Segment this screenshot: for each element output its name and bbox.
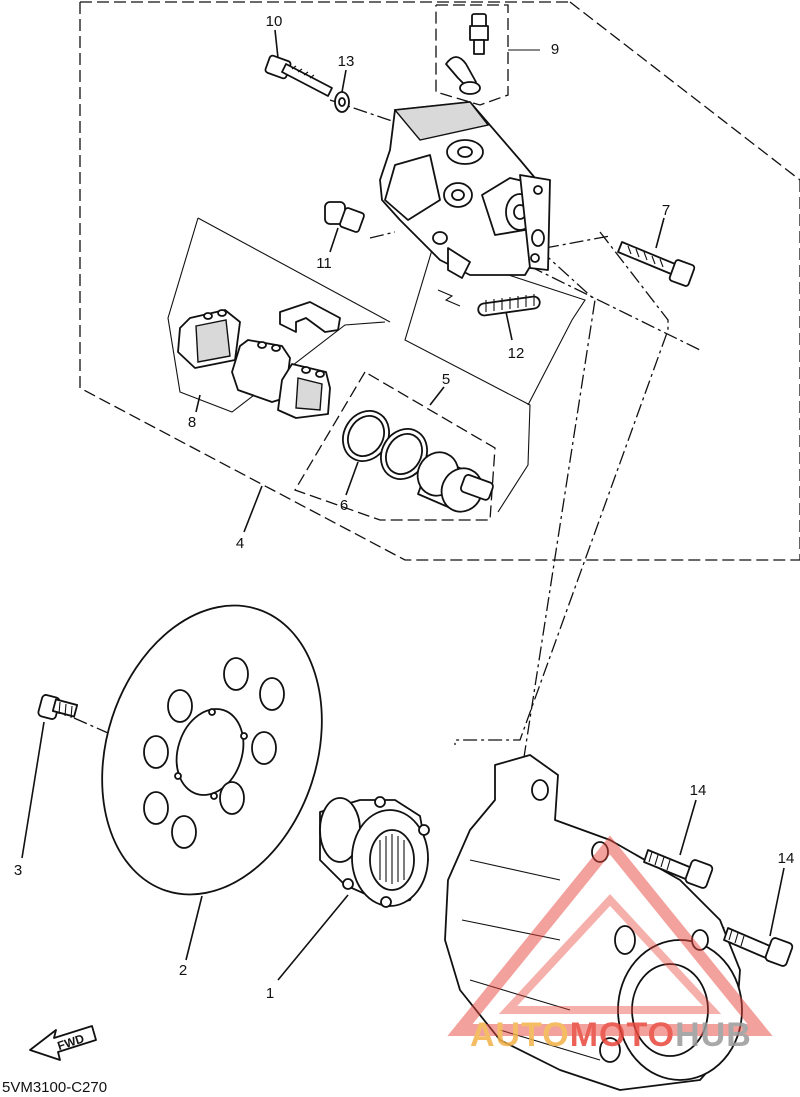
disc-bolt-3 [37,694,79,720]
callout-2: 2 [179,962,187,979]
washer-13 [334,91,350,113]
callout-4: 4 [236,535,244,552]
bleed-screw-outline [435,4,540,106]
callout-13: 13 [338,53,355,70]
piston-seals-6 [342,410,428,480]
bleed-screw-9 [445,13,489,95]
svg-text:AUTOMOTOHUB: AUTOMOTOHUB [470,1016,752,1054]
drawing-code: 5VM3100-C270 [2,1079,107,1096]
leader-lines [21,29,785,981]
fwd-arrow-icon: FWD [29,1025,97,1061]
piston-kit-outline [294,371,496,521]
watermark-logo: AUTOMOTOHUB [447,835,773,1054]
bracket-bolts-14 [643,849,794,967]
caliper-assembly-outline [79,1,800,561]
watermark-text-moto: MOTO [570,1016,675,1054]
callout-5: 5 [442,371,450,388]
brake-pads-8 [177,309,331,419]
watermark-text-hub: HUB [675,1016,752,1054]
callout-11: 11 [316,255,332,272]
pad-group-outline [167,217,391,413]
caliper-bolt-10 [264,54,333,97]
callout-14-lower: 14 [778,850,795,867]
piston-5 [416,451,494,513]
pad-shim [279,301,341,333]
callout-7: 7 [662,202,670,219]
callout-3: 3 [14,862,22,879]
callout-8: 8 [188,414,196,431]
caliper-bolt-7 [531,229,696,287]
callout-14-upper: 14 [690,782,707,799]
callout-10: 10 [266,13,283,30]
callout-1: 1 [266,985,274,1002]
pad-spring-12 [437,289,541,317]
watermark-text-auto: AUTO [470,1016,570,1054]
brake-disc-2 [101,604,323,896]
caliper-body [379,101,551,279]
fwd-label: FWD [56,1031,87,1053]
callout-12: 12 [508,345,525,362]
callout-9: 9 [551,41,559,58]
pad-pin-11 [324,201,365,233]
callout-6: 6 [340,497,348,514]
hub-1 [319,796,430,908]
callout-numbers: 1 2 3 4 5 6 7 8 9 10 11 12 13 14 14 [14,13,795,1002]
